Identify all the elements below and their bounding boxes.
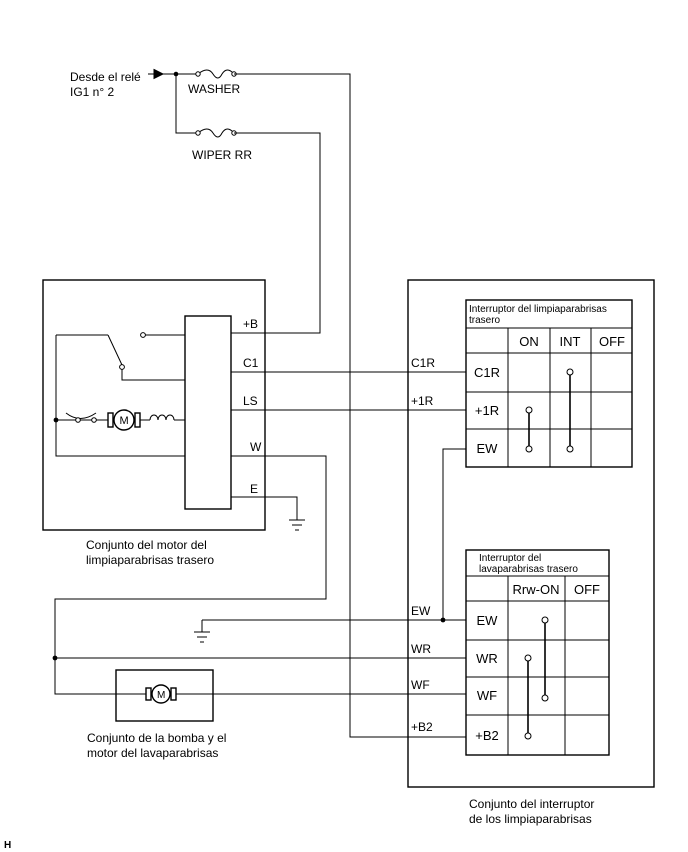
fuse-washer-symbol [197,69,235,79]
col-off: OFF [599,334,625,349]
pin-c1-label: C1 [243,356,259,370]
pin-ls-label: LS [243,394,258,408]
row-b2: +B2 [475,728,499,743]
fuse-wiperrr-label: WIPER RR [192,148,252,162]
wire-ew-link [442,448,466,620]
wire-wiperrr-to-plus-b [234,132,321,334]
col-on: ON [519,334,539,349]
row-c1r: C1R [474,365,500,380]
wire-label-wf: WF [411,678,430,692]
row-ew: EW [477,441,499,456]
fuse-washer-label: WASHER [188,82,241,96]
pin-plus-b-label: +B [243,317,258,331]
row-wr: WR [476,651,498,666]
wire-e-ground [231,496,298,520]
row-1r: +1R [475,403,499,418]
row-wf: WF [477,688,497,703]
fuse-wiperrr-symbol [197,128,235,138]
motor-assembly-box [42,279,266,531]
wire-label-ew: EW [411,604,431,618]
switch-contact-bottom [119,364,125,370]
ground-ew-icon [194,620,210,643]
footer-mark: H [4,840,11,851]
rear-washer-switch-title-line2: lavaparabrisas trasero [479,564,578,575]
wire-label-c1r: C1R [411,356,435,370]
washer-motor-symbol: M [157,690,165,701]
rear-washer-switch-table: Interruptor del lavaparabrisas trasero R… [465,549,610,756]
motor-caption-line1: Conjunto del motor del [86,538,207,552]
ground-e-icon [289,519,305,531]
wire-label-b2: +B2 [411,720,433,734]
switch-caption-line1: Conjunto del interruptor [469,797,594,811]
pump-caption-line2: motor del lavaparabrisas [87,746,218,760]
motor-assembly-ic [184,315,232,510]
switch-caption-line2: de los limpiaparabrisas [469,812,592,826]
source-label-line1: Desde el relé [70,70,141,84]
pump-assembly-box [115,669,214,722]
motor-caption-line2: limpiaparabrisas trasero [86,553,214,567]
pin-w-label: W [250,440,262,454]
wiper-motor-icon [113,409,135,431]
wire-wiperrr-fuse-feed [175,74,198,134]
pin-e-label: E [250,482,258,496]
row-ew-washer: EW [477,613,499,628]
rear-wiper-switch-table: Interruptor del limpiaparabrisas trasero… [465,299,633,468]
coil-icon [149,414,185,421]
rear-wiper-switch-title-line2: trasero [469,315,501,326]
pump-caption-line1: Conjunto de la bomba y el [87,731,226,745]
switch-contact-top [140,332,146,338]
rear-washer-switch-title-line1: Interruptor del [479,553,541,564]
rear-wiper-switch-title-line1: Interruptor del limpiaparabrisas [469,304,607,315]
wire-label-1r: +1R [411,394,434,408]
source-arrow-icon [148,68,165,80]
col-off-washer: OFF [574,582,600,597]
washer-motor-icon [151,684,171,704]
switch-assembly-box [407,279,655,788]
motor-brush-symbol [65,412,97,419]
col-rrw-on: Rrw-ON [513,582,560,597]
wiper-motor-symbol: M [120,415,129,427]
wire-w [54,455,327,695]
internal-switch-wiring [55,334,185,457]
wire-label-wr: WR [411,642,431,656]
col-int: INT [560,334,581,349]
source-label-line2: IG1 n° 2 [70,85,114,99]
